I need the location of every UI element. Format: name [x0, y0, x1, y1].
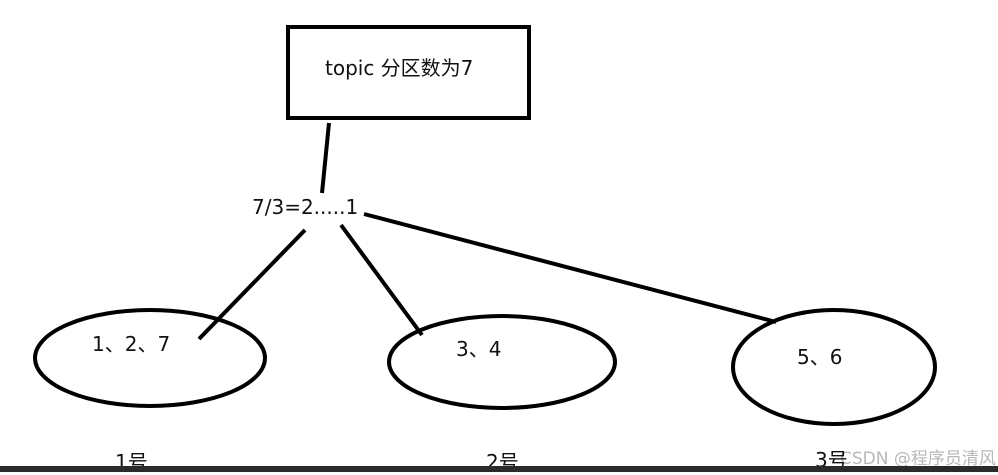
topic-label: topic 分区数为7	[325, 56, 474, 80]
consumer-3-ellipse	[731, 308, 937, 426]
connector-topic-formula	[320, 122, 331, 194]
watermark: CSDN @程序员清风	[840, 449, 996, 469]
connector-consumer-3	[363, 212, 777, 324]
consumer-2-partitions: 3、4	[456, 337, 502, 361]
consumer-1-ellipse	[33, 308, 267, 408]
consumer-2-ellipse	[387, 314, 617, 410]
consumer-1-partitions: 1、2、7	[92, 332, 171, 356]
connector-consumer-1	[197, 228, 307, 341]
consumer-3-partitions: 5、6	[797, 345, 843, 369]
topic-box	[286, 25, 531, 120]
bottom-bar	[0, 466, 998, 472]
formula-label: 7/3=2.....1	[252, 195, 359, 219]
connector-consumer-2	[339, 223, 424, 337]
